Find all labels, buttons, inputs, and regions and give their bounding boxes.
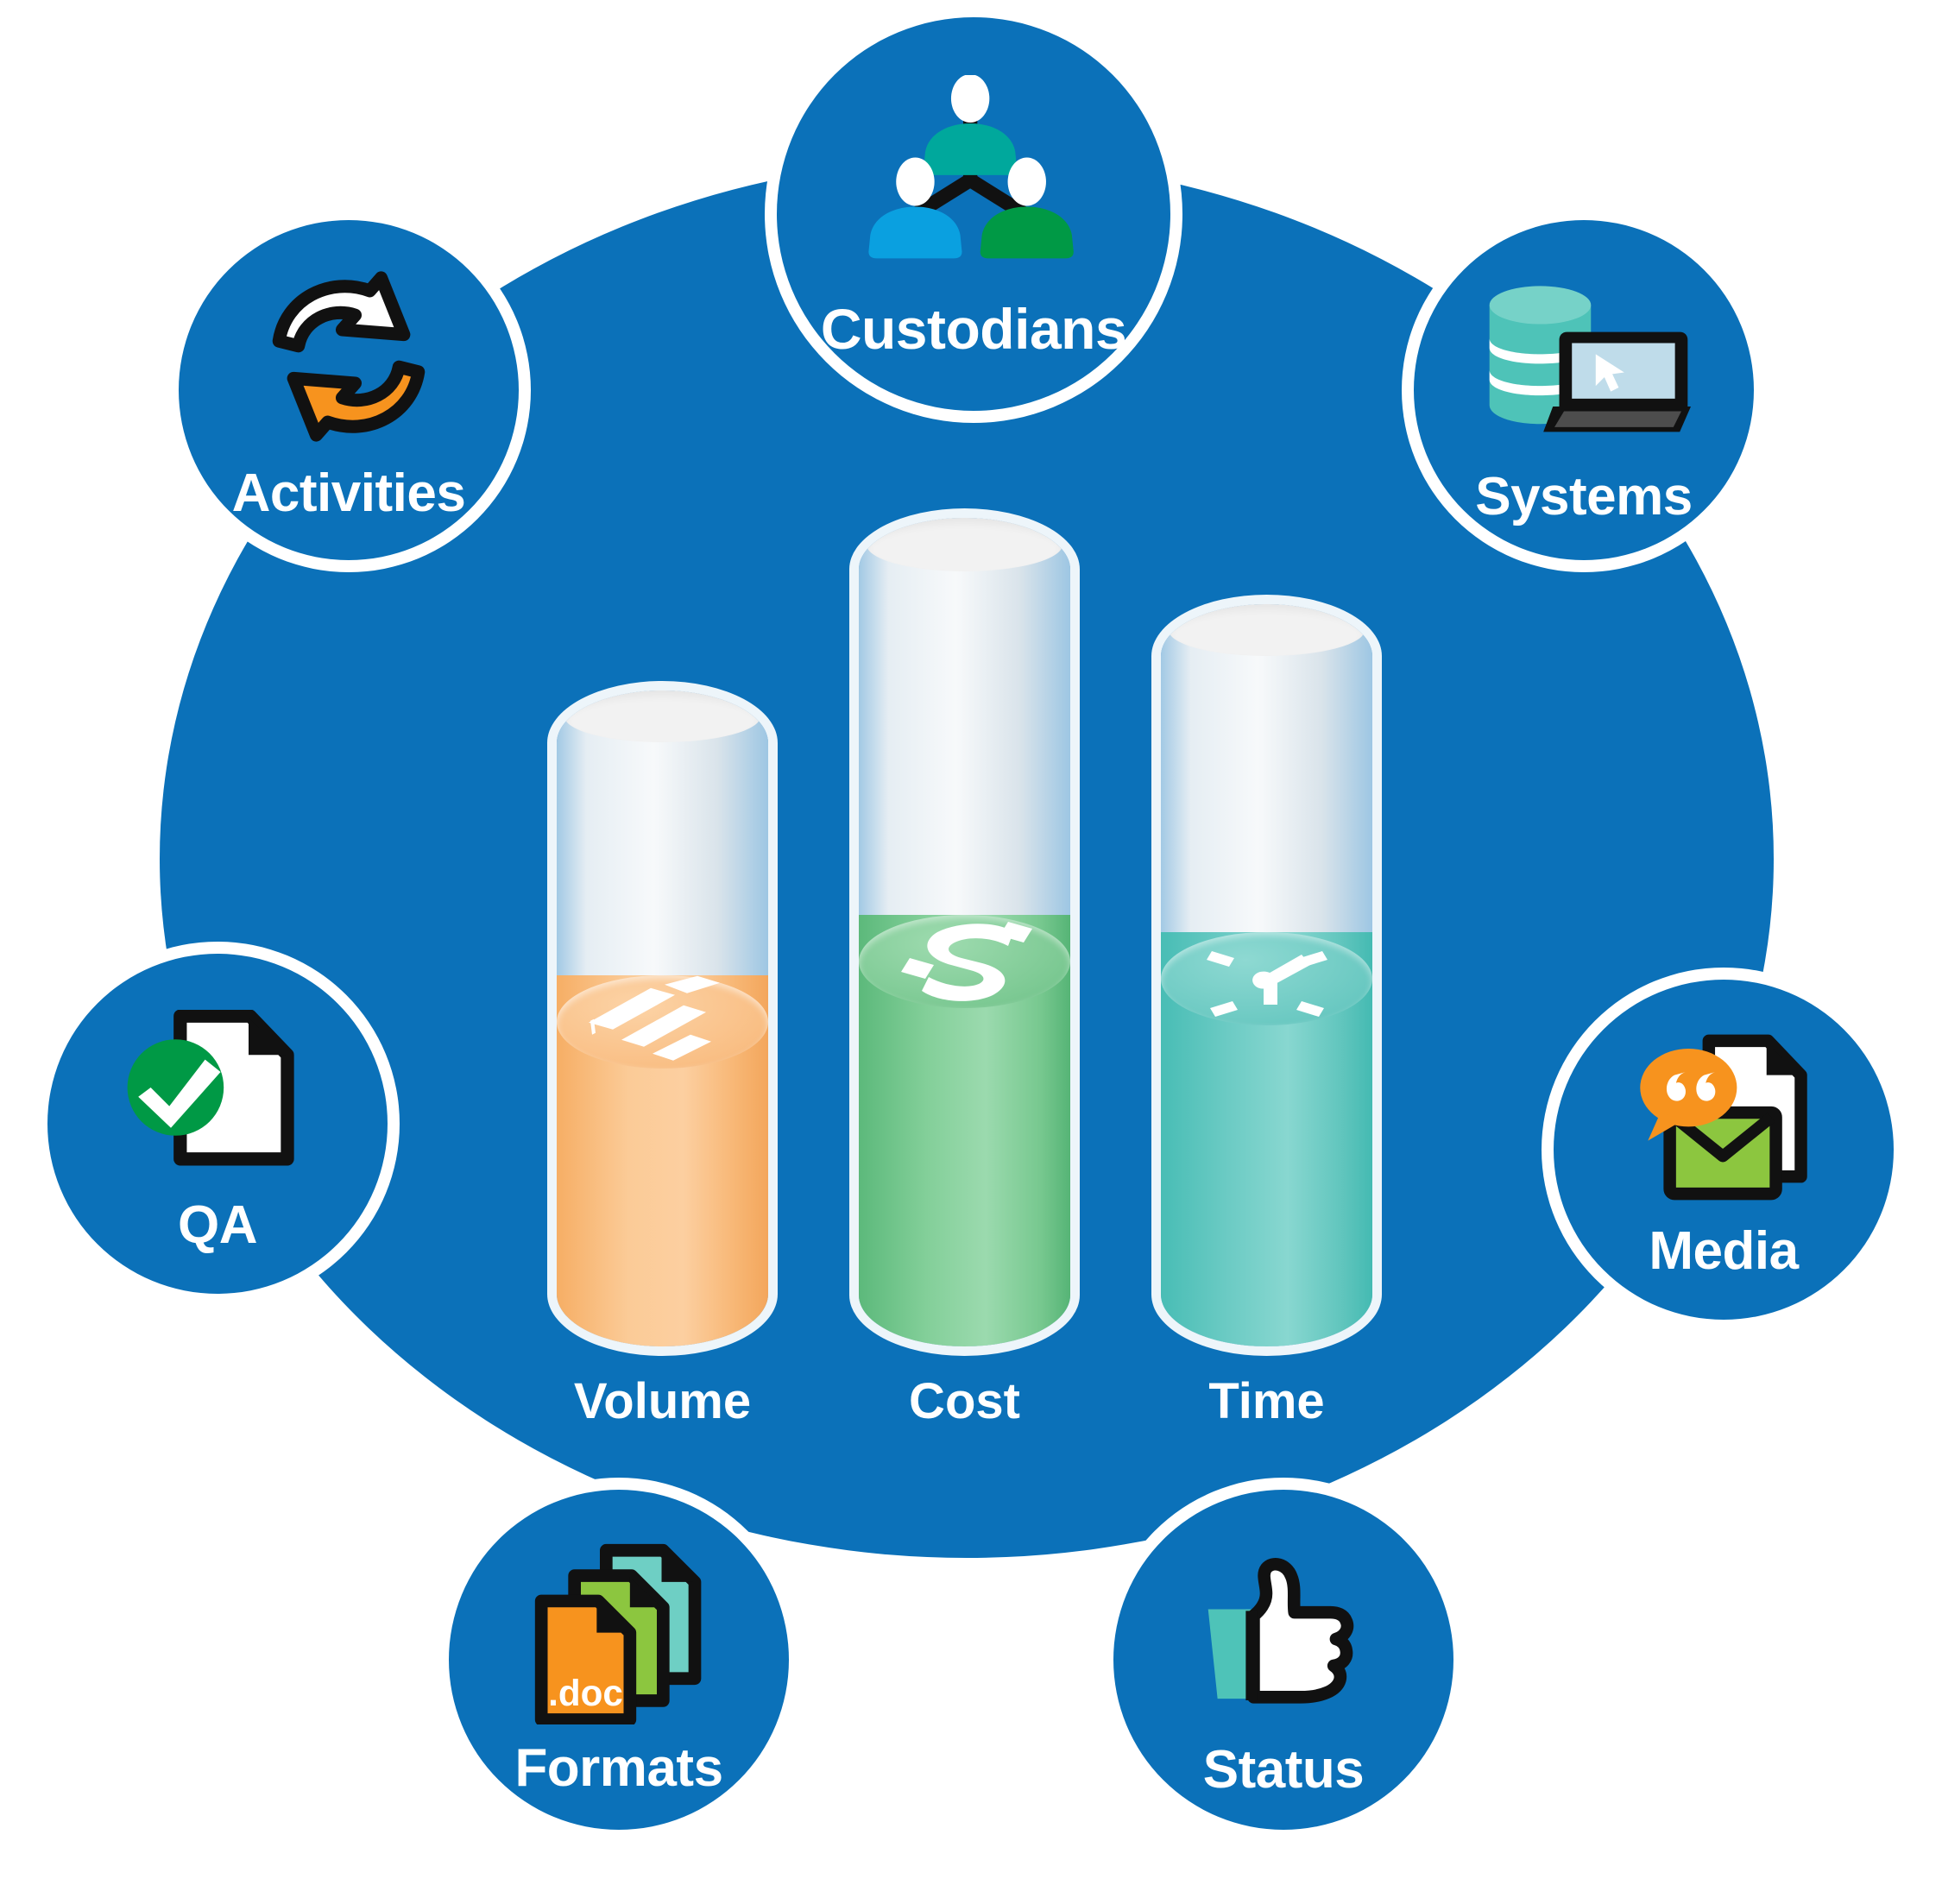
database-laptop-icon [1489,285,1691,432]
qa-glyph [47,954,388,1199]
clock-icon [1206,951,1327,1017]
time-fill-region [1161,932,1372,1346]
stacked-documents-icon [588,975,720,1061]
time-glass-tube [1161,604,1372,1346]
node-formats[interactable]: .doc Formats [449,1490,789,1830]
time-tube-rim [1168,604,1365,656]
cost-glass-tube [859,518,1070,1346]
node-status[interactable]: Status [1113,1490,1453,1830]
cost-tube-rim [866,518,1063,571]
media-glyph [1554,980,1894,1225]
node-label-systems: Systems [1475,467,1693,526]
custodians-glyph [777,17,1170,300]
document-envelope-chat-icon [1640,1034,1807,1200]
cost-fill-region [859,915,1070,1346]
node-label-activities: Activities [231,463,466,523]
cost-fill-surface [859,915,1070,1008]
cylinder-cost: Cost [859,518,1070,1429]
volume-fill-region [557,975,768,1346]
volume-fill-surface [557,975,768,1069]
volume-tube-rim [564,690,761,742]
node-label-formats: Formats [514,1738,723,1798]
node-label-media: Media [1649,1221,1799,1281]
node-qa[interactable]: QA [47,954,388,1294]
status-glyph [1113,1490,1453,1743]
formats-extension-text: .doc [548,1672,623,1712]
node-media[interactable]: Media [1554,980,1894,1320]
thumbs-up-icon [1207,1557,1354,1704]
node-label-status: Status [1202,1740,1365,1800]
node-label-qa: QA [178,1195,258,1255]
cylinder-label-volume: Volume [573,1373,752,1429]
volume-glass-tube [557,690,768,1346]
cylinder-label-cost: Cost [909,1373,1020,1429]
cylinder-volume: Volume [557,690,768,1429]
document-stack-doc-icon: .doc [534,1543,702,1724]
cylinder-time: Time [1161,604,1372,1429]
activities-glyph [179,220,519,467]
people-network-icon [868,75,1074,259]
document-check-icon [127,1009,294,1165]
time-fill-surface [1161,932,1372,1025]
cylinder-label-time: Time [1208,1373,1325,1429]
node-activities[interactable]: Activities [179,220,519,560]
sync-arrows-icon [272,271,426,442]
formats-glyph: .doc [449,1490,789,1742]
dollar-sign-icon [900,922,1032,1001]
node-systems[interactable]: Systems [1414,220,1754,560]
node-label-custodians: Custodians [820,297,1127,361]
systems-glyph [1414,220,1754,470]
node-custodians[interactable]: Custodians [777,17,1170,411]
